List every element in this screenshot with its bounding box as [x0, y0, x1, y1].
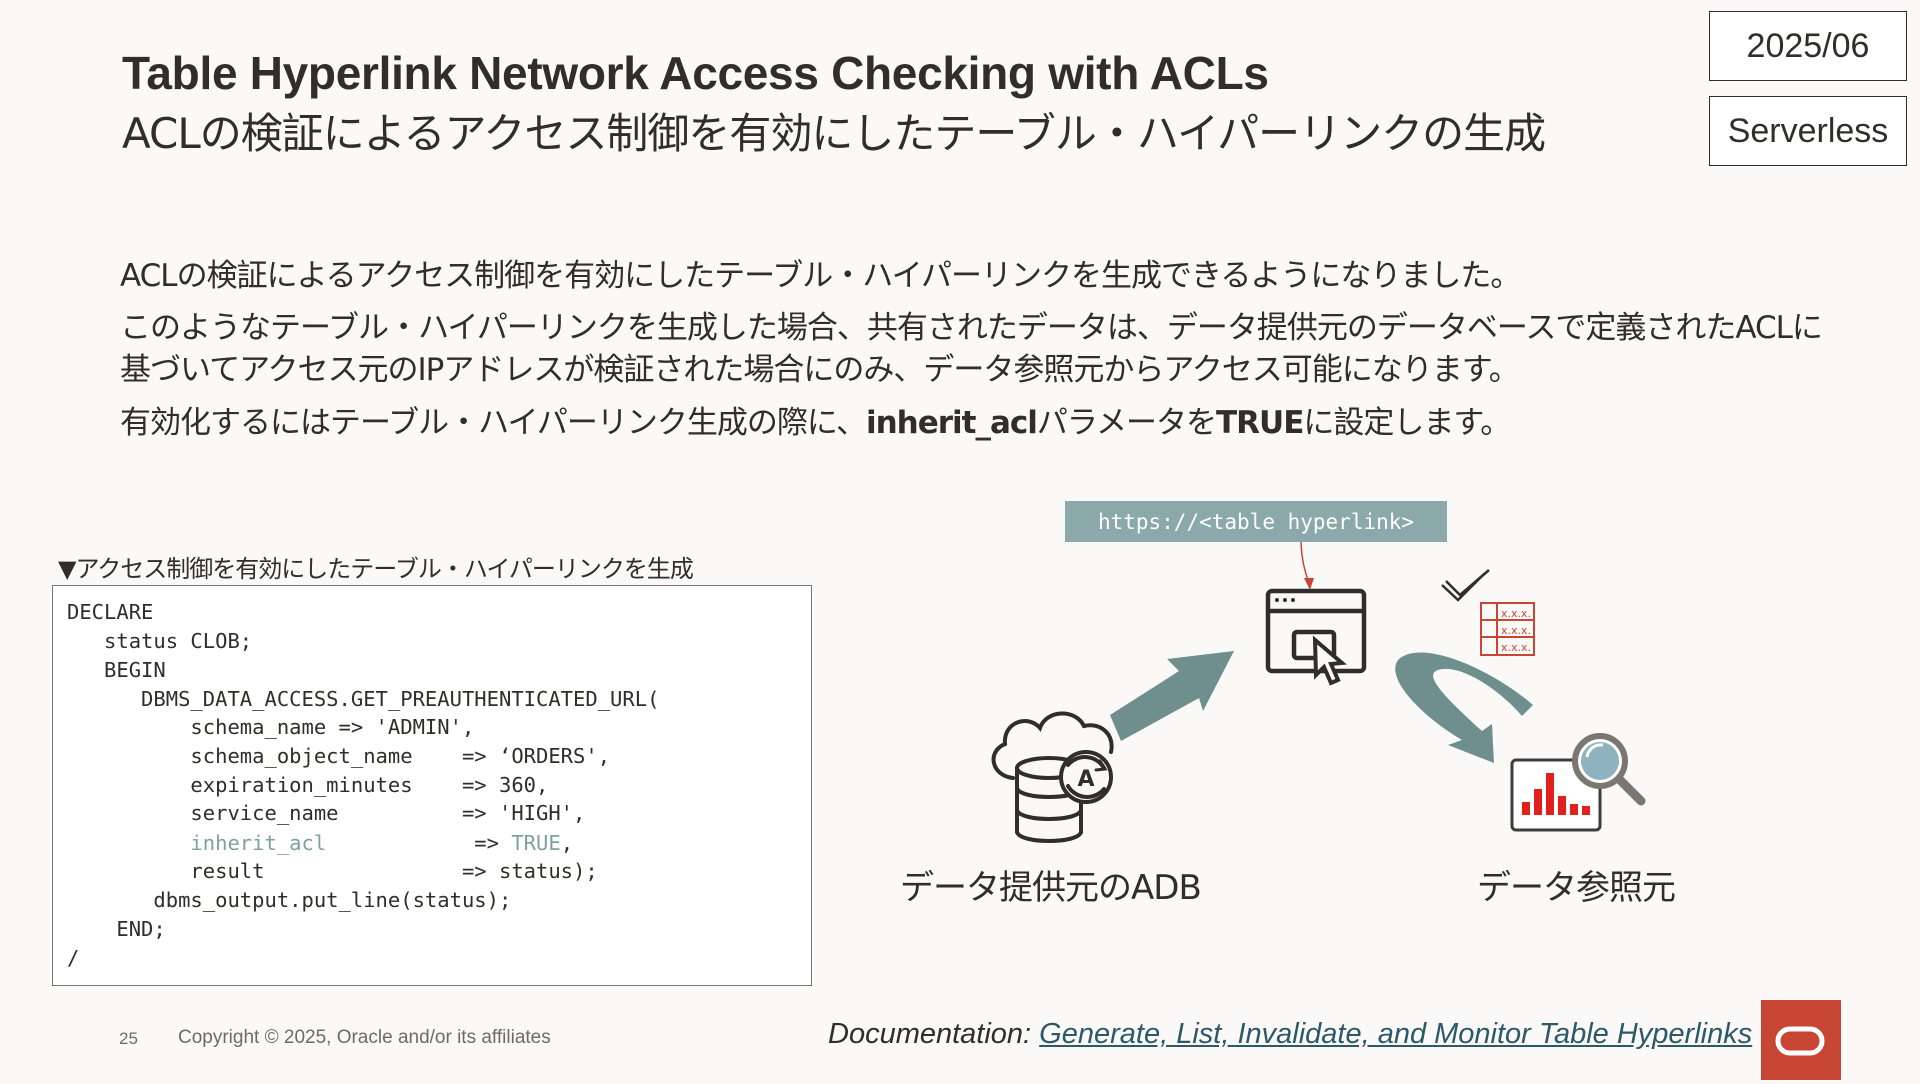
code-line: dbms_output.put_line(status);: [67, 888, 512, 912]
code-line-highlight: inherit_acl => TRUE,: [67, 831, 573, 855]
url-pointer-arrow: [1300, 541, 1314, 590]
code-line: BEGIN: [67, 658, 166, 682]
code-line: schema_name => 'ADMIN',: [67, 715, 475, 739]
release-date-tag: 2025/06: [1709, 11, 1907, 81]
body-line-3: 基づいてアクセス元のIPアドレスが検証された場合にのみ、データ参照元からアクセス…: [120, 352, 1520, 388]
code-line: result => status);: [67, 859, 598, 883]
code-comma: ,: [560, 831, 574, 855]
chart-magnifier-icon: [1510, 733, 1646, 832]
page-title: Table Hyperlink Network Access Checking …: [122, 47, 1269, 99]
upload-arrow: [1110, 651, 1234, 741]
code-line: service_name => 'HIGH',: [67, 801, 586, 825]
cloud-database-icon: [991, 711, 1114, 843]
code-block: DECLARE status CLOB; BEGIN DBMS_DATA_ACC…: [52, 585, 812, 986]
param-name: inherit_acl: [865, 405, 1038, 441]
code-line: DECLARE: [67, 600, 154, 624]
copyright-notice: Copyright © 2025, Oracle and/or its affi…: [178, 1027, 551, 1048]
page-subtitle: ACLの検証によるアクセス制御を有効にしたテーブル・ハイパーリンクの生成: [122, 109, 1546, 158]
documentation-line: Documentation: Generate, List, Invalidat…: [828, 1018, 1752, 1051]
code-line: DBMS_DATA_ACCESS.GET_PREAUTHENTICATED_UR…: [67, 687, 660, 711]
code-arrow: =>: [326, 831, 512, 855]
doc-prefix: Documentation:: [828, 1018, 1040, 1050]
code-line: /: [67, 946, 80, 970]
body-line-4-mid: パラメータを: [1036, 405, 1217, 441]
data-consumer-label: データ参照元: [1477, 868, 1676, 908]
code-line: expiration_minutes => 360,: [67, 773, 549, 797]
page-number: 25: [119, 1029, 138, 1048]
spreadsheet-icon: [1480, 602, 1535, 656]
code-line: schema_object_name => ‘ORDERS',: [67, 744, 611, 768]
param-value: TRUE: [1216, 405, 1304, 441]
data-provider-label: データ提供元のADB: [900, 868, 1202, 908]
code-line: END;: [67, 917, 166, 941]
service-type-tag: Serverless: [1709, 96, 1907, 166]
code-caption: ▼アクセス制御を有効にしたテーブル・ハイパーリンクを生成: [58, 555, 694, 583]
body-line-1: ACLの検証によるアクセス制御を有効にしたテーブル・ハイパーリンクを生成できるよ…: [120, 258, 1521, 294]
table-cell-text: x.x.x.: [1501, 624, 1531, 637]
body-line-4-suffix: に設定します。: [1303, 405, 1511, 441]
oracle-logo-icon: [1775, 1026, 1825, 1056]
code-line: status CLOB;: [67, 629, 253, 653]
checkmark-icon: [1441, 569, 1490, 602]
hyperlink-url-box: https://<table hyperlink>: [1065, 501, 1447, 542]
adb-badge-letter: A: [1077, 767, 1094, 792]
table-cell-text: x.x.x.: [1501, 607, 1531, 620]
consumer-arrow: [1395, 652, 1533, 763]
table-cell-text: x.x.x.: [1501, 641, 1531, 654]
code-param-value: TRUE: [511, 831, 561, 855]
body-line-4: 有効化するにはテーブル・ハイパーリンク生成の際に、inherit_aclパラメー…: [120, 397, 1511, 442]
code-param-key: inherit_acl: [67, 831, 327, 855]
browser-click-icon: [1265, 588, 1367, 686]
body-line-4-prefix: 有効化するにはテーブル・ハイパーリンク生成の際に、: [120, 405, 867, 441]
documentation-link[interactable]: Generate, List, Invalidate, and Monitor …: [1039, 1018, 1753, 1050]
oracle-logo: [1761, 1000, 1841, 1080]
body-line-2: このようなテーブル・ハイパーリンクを生成した場合、共有されたデータは、データ提供…: [120, 310, 1823, 346]
